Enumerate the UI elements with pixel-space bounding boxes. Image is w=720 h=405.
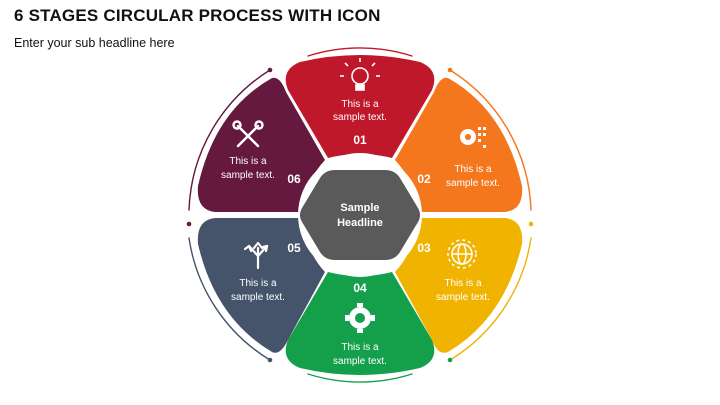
stage-4-content: 04 This is a sample text. <box>333 281 387 367</box>
stage-5-number: 05 <box>287 241 301 255</box>
stage-4-number: 04 <box>353 281 367 295</box>
ring-dot <box>447 357 453 363</box>
ring-arc-5 <box>188 237 271 361</box>
stage-6-content: This is a sample text. 06 <box>221 120 301 186</box>
ring-arc-1 <box>307 47 413 57</box>
stage-4-text-line1: This is a <box>341 342 379 353</box>
stage-6-segment[interactable] <box>197 77 325 213</box>
stage-2-segment[interactable] <box>395 77 523 213</box>
stage-3-segment[interactable] <box>395 218 523 353</box>
stage-3-number: 03 <box>417 241 431 255</box>
stage-1-text-line1: This is a <box>341 99 379 110</box>
stage-3-text-line1: This is a <box>444 278 482 289</box>
ring-arc-6 <box>188 69 271 211</box>
center-hub[interactable] <box>300 170 420 260</box>
stage-5-segment[interactable] <box>197 218 325 353</box>
stage-1-number: 01 <box>353 133 367 147</box>
stage-4-text-line2: sample text. <box>333 356 387 367</box>
stage-5-text-line2: sample text. <box>231 292 285 303</box>
ring-dot <box>267 67 273 73</box>
stage-3-content: This is a sample text. 03 <box>417 239 490 303</box>
ring-arc-4 <box>307 373 413 383</box>
stage-3-text-line2: sample text. <box>436 292 490 303</box>
stage-2-text-line1: This is a <box>454 164 492 175</box>
ring-dot <box>186 221 192 227</box>
tools-icon <box>232 120 264 148</box>
globe-gear-icon <box>447 239 477 269</box>
wrench-gear-icon <box>345 303 375 333</box>
stage-2-text-line2: sample text. <box>446 178 500 189</box>
split-arrows-icon <box>243 241 269 270</box>
stage-5-content: 05 This is a sample text. <box>231 241 301 303</box>
stage-6-text-line1: This is a <box>229 156 267 167</box>
stage-1-text-line2: sample text. <box>333 112 387 123</box>
stage-2-content: This is a sample text. 02 <box>417 127 500 189</box>
ring-dot <box>267 357 273 363</box>
ring-arc-3 <box>449 237 532 361</box>
digital-gear-icon <box>460 127 486 148</box>
stage-2-number: 02 <box>417 172 431 186</box>
ring-dot <box>447 67 453 73</box>
stage-6-text-line2: sample text. <box>221 170 275 181</box>
center-headline-line1: Sample <box>340 202 379 214</box>
page-subtitle: Enter your sub headline here <box>14 36 175 50</box>
stage-1-segment[interactable] <box>285 55 435 158</box>
center-headline-line2: Headline <box>337 217 383 229</box>
lightbulb-gear-icon <box>340 58 380 91</box>
ring-dot <box>528 221 534 227</box>
ring-arc-2 <box>449 69 532 211</box>
stage-6-number: 06 <box>287 172 301 186</box>
stage-1-content: This is a sample text. 01 <box>333 58 387 147</box>
stage-5-text-line1: This is a <box>239 278 277 289</box>
page-title: 6 STAGES CIRCULAR PROCESS WITH ICON <box>14 6 381 25</box>
